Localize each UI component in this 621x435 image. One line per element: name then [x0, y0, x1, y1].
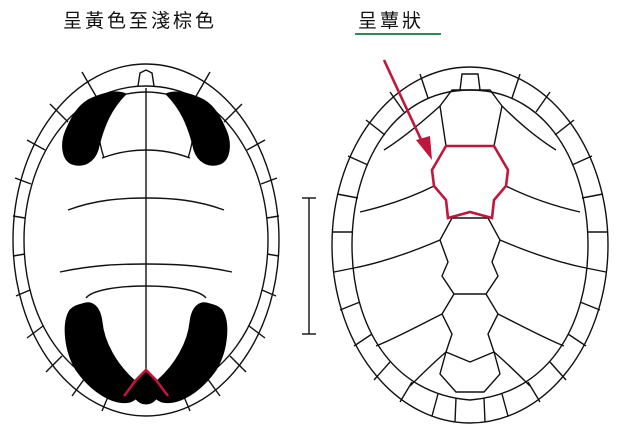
costal-seam-5-left: [409, 351, 447, 387]
costal-seam-1-right: [501, 105, 557, 151]
plastron-outer-shell: [12, 63, 280, 417]
dark-patch-bottom-right: [152, 302, 228, 404]
dark-patch-top-right: [165, 91, 230, 166]
right-caption-underline: [355, 33, 441, 35]
vertebral-scute-5: [439, 351, 501, 393]
arrow-head-icon: [416, 136, 432, 160]
costal-seam-4-right: [497, 313, 565, 347]
costal-seam-2-left: [359, 185, 435, 213]
plastron-pectoral-seam: [67, 197, 225, 211]
costal-seam-1-left: [383, 105, 441, 151]
plastron-marginal-dividers: [12, 71, 280, 412]
right-caption: 呈蕈狀: [358, 10, 425, 32]
vertebral-scute-2-highlight: [430, 144, 510, 220]
costal-seam-5-right: [493, 351, 531, 387]
dark-patch-bottom-left: [64, 302, 140, 404]
costal-seam-3-right: [499, 239, 587, 269]
carapace-marginal-dividers: [333, 73, 607, 423]
plastron-anal-notch-highlight: [122, 368, 170, 397]
costal-seam-3-left: [353, 239, 441, 269]
costal-seam-2-right: [505, 185, 581, 213]
vertebral-scute-3: [439, 217, 501, 295]
plastron-femoral-seam: [85, 285, 207, 299]
vertebral-scute-1: [439, 89, 503, 147]
plastron-abdominal-seam: [59, 263, 233, 273]
pointer-arrow: [382, 59, 432, 160]
plastron-humeral-seam: [101, 149, 191, 159]
carapace-inner-boundary: [351, 89, 589, 401]
vertebral-scute-4: [441, 293, 499, 363]
carapace-illustration: [331, 66, 609, 424]
dark-patch-top-left: [62, 91, 127, 166]
costal-seam-4-left: [375, 313, 443, 347]
carapace-nuchal-scute: [459, 73, 481, 91]
left-caption: 呈黃色至淺棕色: [63, 10, 218, 32]
plastron-nuchal-notch: [137, 69, 155, 87]
carapace-outer-shell: [331, 66, 609, 424]
plastron-illustration: [12, 63, 280, 417]
plastron-dark-patches: [62, 91, 230, 405]
scale-bar: [302, 197, 316, 335]
